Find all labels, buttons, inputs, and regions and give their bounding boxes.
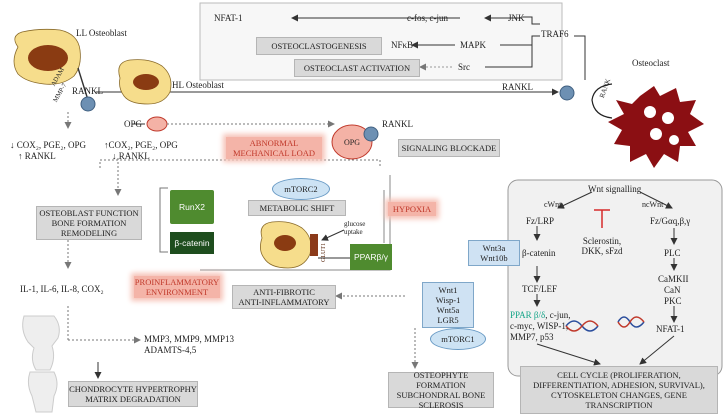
rankl-opg-label: RANKL: [382, 119, 413, 129]
glut1-osteoblast-nucleus: [274, 235, 296, 251]
rankl-on-opg: [363, 126, 379, 142]
sclerostin-label: Sclerostin,DKK, sFzd: [581, 236, 623, 256]
rankl-left-label: RANKL: [72, 86, 103, 96]
mmp7-p53-label: MMP7, p53: [510, 332, 554, 342]
cfos-cjun-label: c-fos, c-jun: [407, 13, 448, 23]
rank-receptor: [591, 83, 613, 119]
ll-osteoblast-label: LL Osteoblast: [76, 28, 127, 38]
ll-effects-line1: ↓ COX₂, PGE₂, OPG: [10, 140, 87, 150]
nfat1-right-label: NFAT-1: [656, 324, 685, 334]
dna-helix-2: [617, 316, 645, 328]
camkii-label: CaMKII: [658, 274, 689, 284]
cwnt-label: cWnt: [544, 200, 562, 209]
tcf-lef-label: TCF/LEF: [522, 284, 558, 294]
rankl-mid-label: RANKL: [502, 82, 533, 92]
signaling-blockade-box: SIGNALING BLOCKADE: [398, 139, 500, 157]
arrow-targets-to-cycle: [536, 343, 601, 366]
glut1-transporter: [310, 234, 318, 256]
jnk-label: JNK: [508, 13, 525, 23]
osteoclast-activation-box: OSTEOCLAST ACTIVATION: [294, 59, 420, 77]
cell-cycle-box: CELL CYCLE (PROLIFERATION,DIFFERENTIATIO…: [520, 366, 718, 414]
mtorc1-ellipse: mTORC1: [430, 328, 486, 350]
ppar-cjun-label: PPAR β/δ, c-jun,: [510, 310, 571, 320]
fz-g-label: Fz/Gαq,β,γ: [650, 216, 691, 226]
rankl-bound: [559, 85, 575, 101]
arrow-wnt-to-cwnt: [557, 191, 593, 209]
osteoclast-nucleus-3: [650, 128, 662, 140]
opg-large: [331, 124, 373, 160]
osteoclast-label: Osteoclast: [632, 58, 670, 68]
bcatenin-label: β-catenin: [522, 248, 556, 258]
opg-small: [146, 116, 168, 132]
connector-load: [99, 159, 381, 168]
cmyc-label: c-myc, WISP-1,: [510, 321, 569, 331]
nfkb-label: NFκB: [391, 40, 414, 50]
traf6-label: TRAF6: [541, 29, 569, 39]
runx2-box: RunX2: [170, 190, 214, 224]
osteoclast-cell: [608, 86, 704, 168]
mmp-line2: ADAMTS-4,5: [144, 345, 197, 355]
arrow-glucose: [321, 229, 345, 241]
bracket-runx2: [159, 187, 168, 253]
osteoclast-nucleus-2: [662, 112, 674, 124]
mtorc2-ellipse: mTORC2: [272, 178, 330, 200]
arrow-nfat-to-cycle: [639, 335, 675, 365]
opg-large-label: OPG: [344, 138, 361, 147]
hl-osteoblast-nucleus: [133, 74, 159, 90]
pkc-label: PKC: [664, 296, 682, 306]
plc-label: PLC: [664, 248, 681, 258]
glut1-label: GLUT1: [321, 243, 327, 262]
fz-lrp-label: Fz/LRP: [526, 216, 555, 226]
adam-connector: [77, 67, 89, 101]
connector-traf6-jnk: [522, 16, 540, 25]
nfat1-top-label: NFAT-1: [214, 13, 243, 23]
osteoclastogenesis-box: OSTEOCLASTOGENESIS: [256, 37, 382, 55]
connector-traf6-src: [485, 36, 533, 68]
mmp-line1: MMP3, MMP9, MMP13: [144, 334, 235, 344]
rankl-receptor-ll: [80, 96, 96, 112]
src-label: Src: [458, 62, 470, 72]
wnt-signalling-label: Wnt signalling: [588, 184, 642, 194]
ll-osteoblast-nucleus: [28, 45, 68, 71]
arrow-wnt-to-ncwnt: [639, 191, 673, 209]
il-cytokines-label: IL-1, IL-6, IL-8, COX₂: [20, 284, 104, 294]
hypoxia-box: HYPOXIA: [388, 202, 436, 216]
connector-traf6-rank: [574, 35, 586, 80]
metabolic-shift-box: METABOLIC SHIFT: [248, 200, 346, 216]
mapk-label: MAPK: [460, 40, 487, 50]
wnt-signalling-panel: [507, 179, 723, 377]
osteoclast-nucleus-1: [644, 106, 656, 118]
opg-small-label: OPG: [124, 119, 143, 129]
hl-effects-line1: ↑COX₂, PGE₂, OPG: [104, 140, 178, 150]
hl-effects-line2: ↓ RANKL: [112, 151, 150, 161]
bcatenin-green-box: β-catenin: [170, 232, 214, 254]
knee-joint-illustration: [22, 315, 60, 413]
osteoclast-nucleus-4: [669, 135, 679, 145]
ppar-green-box: PPARβ/γ: [350, 244, 392, 270]
ncwnt-label: ncWnt: [642, 200, 664, 209]
hl-osteoblast-label: HL Osteoblast: [172, 80, 224, 90]
dna-helix-1: [565, 320, 599, 332]
ll-effects-line2: ↑ RANKL: [18, 151, 56, 161]
can-label: CaN: [664, 285, 681, 295]
